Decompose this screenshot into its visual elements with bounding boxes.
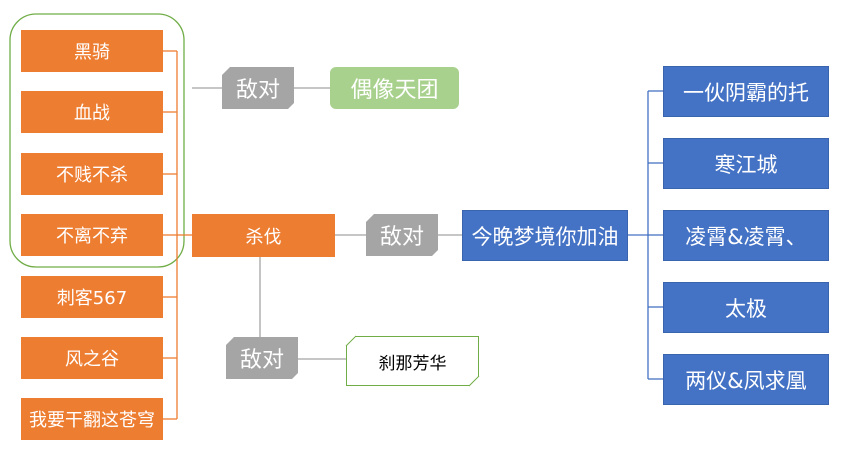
enemy-tag-bottom: 敌对 [226,337,298,379]
right-member-box: 寒江城 [663,138,829,189]
right-member-label: 凌霄&凌霄、 [685,224,807,249]
right-connectors [628,90,663,380]
left-member-label: 黑骑 [74,42,110,63]
left-member-box: 我要干翻这苍穹 [21,398,163,440]
enemy-tag-middle: 敌对 [366,214,438,256]
right-member-box: 一伙阴霸的托 [663,66,829,117]
top-target-label: 偶像天团 [350,78,439,103]
enemy-tag-top: 敌对 [222,67,294,109]
left-member-label: 我要干翻这苍穹 [29,410,155,431]
enemy-tag-label: 敌对 [235,78,280,103]
left-member-label: 刺客567 [56,288,128,309]
group-outline [9,13,185,268]
main-opponent-node: 今晚梦境你加油 [462,210,628,261]
left-member-box: 风之谷 [21,337,163,379]
left-member-label: 不离不弃 [56,226,128,247]
left-connectors [163,50,192,420]
gray-connectors [192,87,462,360]
main-opponent-label: 今晚梦境你加油 [471,224,619,249]
right-member-box: 两仪&凤求凰 [663,354,829,405]
bottom-target-label: 刹那芳华 [378,353,447,374]
bottom-target-node: 刹那芳华 [346,336,479,386]
center-node: 杀伐 [192,214,335,257]
right-member-box: 凌霄&凌霄、 [663,210,829,261]
left-member-box: 黑骑 [21,30,163,72]
left-member-box: 刺客567 [21,276,163,318]
left-member-label: 血战 [74,103,110,124]
right-member-label: 寒江城 [714,152,778,177]
right-member-label: 太极 [725,296,767,321]
right-member-label: 一伙阴霸的托 [683,80,809,105]
right-member-box: 太极 [663,282,829,333]
left-member-label: 不贱不杀 [56,165,128,186]
left-member-box: 血战 [21,91,163,133]
enemy-tag-label: 敌对 [239,348,284,373]
right-member-label: 两仪&凤求凰 [685,368,807,393]
left-member-label: 风之谷 [65,349,119,370]
enemy-tag-label: 敌对 [379,225,424,250]
top-target-node: 偶像天团 [330,67,459,109]
left-member-box: 不贱不杀 [21,153,163,195]
center-label: 杀伐 [245,226,282,248]
left-member-box: 不离不弃 [21,214,163,256]
